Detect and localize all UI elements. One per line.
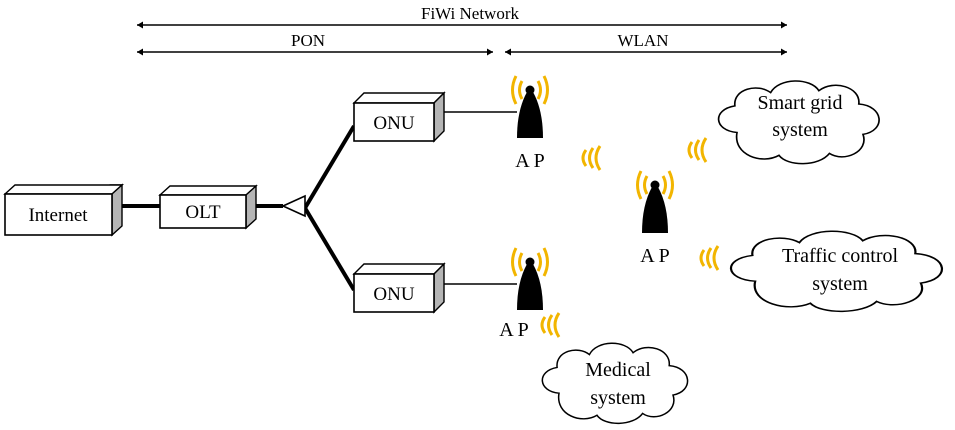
smart-grid-label-line2: system bbox=[772, 119, 828, 141]
medical-label-line1: Medical bbox=[585, 359, 651, 381]
wireless-access-point-icon bbox=[511, 246, 549, 312]
wireless-signal-icon bbox=[699, 244, 720, 272]
internet-label: Internet bbox=[28, 205, 88, 226]
onu-bottom-label: ONU bbox=[373, 284, 414, 305]
ap-center-node: A P bbox=[636, 169, 674, 267]
traffic-control-cloud: Traffic control system bbox=[729, 230, 944, 313]
wlan-span: WLAN bbox=[505, 31, 787, 56]
ap-top-node: A P bbox=[511, 74, 549, 172]
optical-splitter-icon bbox=[281, 194, 306, 218]
internet-node: Internet bbox=[3, 183, 124, 237]
smart-grid-label-line1: Smart grid bbox=[758, 92, 843, 114]
wireless-signal-icon bbox=[687, 136, 708, 164]
ap-top-label: A P bbox=[515, 150, 544, 172]
traffic-control-label-line1: Traffic control bbox=[782, 245, 899, 267]
ap-center-label: A P bbox=[640, 245, 669, 267]
medical-label-line2: system bbox=[590, 387, 646, 409]
fiwi-span: FiWi Network bbox=[137, 4, 787, 29]
traffic-control-label-line2: system bbox=[812, 273, 868, 295]
olt-label: OLT bbox=[185, 202, 221, 223]
onu-top-node: ONU bbox=[352, 91, 446, 143]
pon-span: PON bbox=[137, 31, 493, 56]
wireless-signal-icon bbox=[540, 311, 561, 339]
smart-grid-cloud: Smart grid system bbox=[717, 80, 880, 165]
fiwi-network-label: FiWi Network bbox=[421, 4, 519, 23]
olt-node: OLT bbox=[158, 184, 258, 230]
onu-bottom-node: ONU bbox=[352, 262, 446, 314]
medical-cloud: Medical system bbox=[541, 342, 689, 425]
wireless-access-point-icon bbox=[636, 169, 674, 235]
wireless-access-point-icon bbox=[511, 74, 549, 140]
ap-bottom-label: A P bbox=[499, 319, 528, 341]
wireless-signal-icon bbox=[581, 144, 602, 172]
pon-label: PON bbox=[291, 31, 325, 50]
onu-top-label: ONU bbox=[373, 113, 414, 134]
ap-bottom-node: A P bbox=[499, 246, 549, 341]
wlan-label: WLAN bbox=[618, 31, 669, 50]
